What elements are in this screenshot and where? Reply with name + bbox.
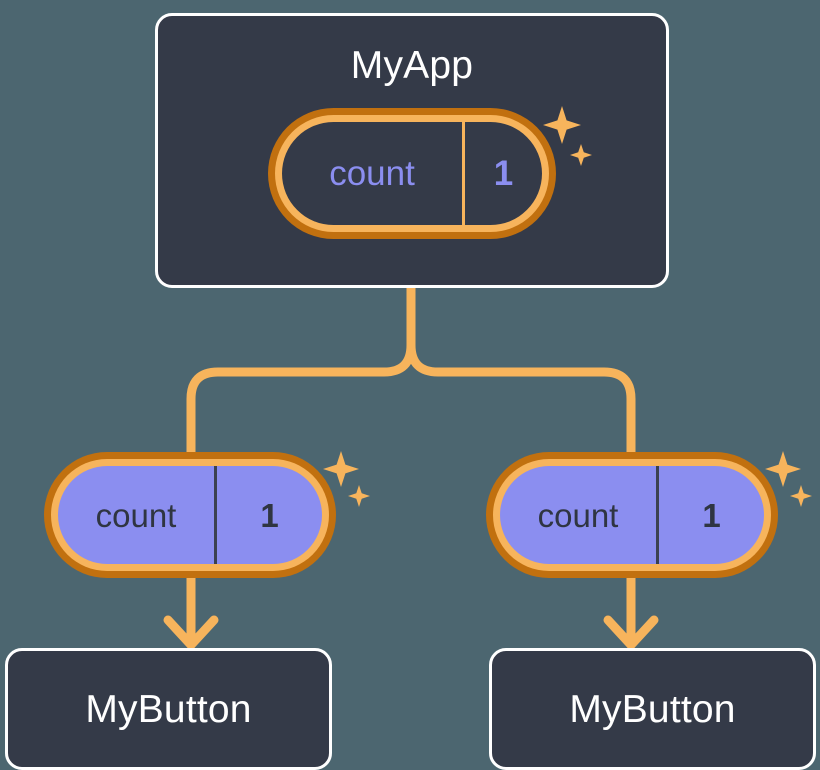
state-pill-myapp[interactable]: count 1 (268, 108, 556, 239)
component-title: MyButton (85, 687, 252, 731)
state-value: 1 (214, 466, 322, 564)
state-pill-mybutton-left[interactable]: count 1 (44, 452, 336, 578)
component-box-mybutton-left[interactable]: MyButton (5, 648, 332, 770)
connector-arrow-head-left (163, 615, 219, 650)
state-value: 1 (462, 122, 542, 225)
state-key: count (95, 496, 177, 534)
connector-arrow-head-right (603, 615, 659, 650)
state-key: count (329, 154, 415, 193)
state-pill-mybutton-right[interactable]: count 1 (486, 452, 778, 578)
state-pill-inner-ring: count 1 (275, 115, 549, 232)
connector-branch-left (186, 340, 416, 457)
connector-branch-right (406, 340, 636, 457)
component-title: MyApp (350, 44, 474, 87)
state-pill-body: count 1 (58, 466, 322, 564)
component-box-mybutton-right[interactable]: MyButton (489, 648, 816, 770)
state-pill-body: count 1 (282, 122, 542, 225)
component-title: MyButton (569, 687, 736, 731)
state-value: 1 (656, 466, 764, 564)
state-pill-body: count 1 (500, 466, 764, 564)
state-pill-inner-ring: count 1 (51, 459, 329, 571)
state-pill-inner-ring: count 1 (493, 459, 771, 571)
state-key: count (537, 496, 619, 534)
